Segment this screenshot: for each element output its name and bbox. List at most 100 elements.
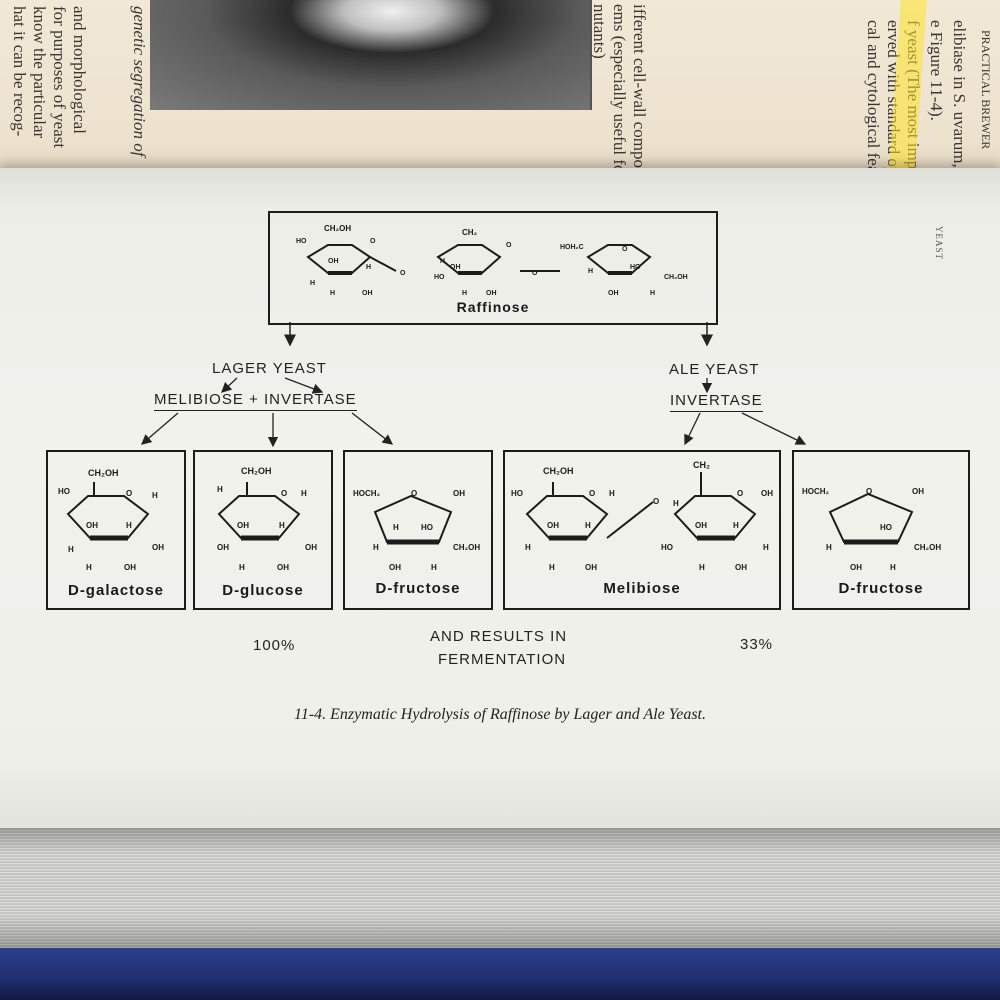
- glucose-structure: CH₂OH H O H OH H OH OH H OH: [217, 466, 317, 572]
- svg-text:HO: HO: [296, 238, 307, 245]
- svg-text:H: H: [733, 521, 739, 530]
- svg-text:HO: HO: [880, 523, 892, 532]
- svg-text:OH: OH: [450, 264, 461, 271]
- svg-text:CH₂OH: CH₂OH: [543, 466, 574, 476]
- d-galactose-box: CH₂OH HO O H H OH H OH H OH D-galactose: [46, 450, 186, 610]
- svg-text:CH₂OH: CH₂OH: [88, 468, 119, 478]
- yeast-micrograph: [150, 0, 592, 110]
- svg-text:OH: OH: [547, 521, 559, 530]
- svg-text:HOCH₂: HOCH₂: [802, 487, 830, 496]
- svg-text:H: H: [525, 543, 531, 552]
- svg-text:O: O: [370, 238, 376, 245]
- d-fructose-box-ale: HOCH₂ O OH HO H CH₂OH OH H D-fructose: [792, 450, 970, 610]
- svg-text:HOH₂C: HOH₂C: [560, 244, 584, 251]
- svg-text:H: H: [826, 543, 832, 552]
- svg-text:OH: OH: [362, 290, 373, 297]
- svg-text:O: O: [400, 270, 406, 277]
- lager-yeast-label: LAGER YEAST: [212, 360, 327, 377]
- svg-text:OH: OH: [305, 543, 317, 552]
- d-glucose-label: D-glucose: [222, 582, 304, 599]
- previous-page: and morphological for purposes of yeast …: [0, 0, 1000, 200]
- lager-result-percent: 100%: [253, 637, 296, 654]
- svg-text:CH₂OH: CH₂OH: [664, 274, 688, 281]
- svg-text:H: H: [699, 563, 705, 572]
- current-page: [0, 168, 1000, 828]
- svg-text:H: H: [890, 563, 896, 572]
- page-edges-shadow: [0, 828, 1000, 953]
- svg-text:H: H: [301, 489, 307, 498]
- svg-text:H: H: [650, 290, 655, 297]
- svg-text:H: H: [310, 280, 315, 287]
- svg-text:CH₂OH: CH₂OH: [241, 466, 272, 476]
- lager-enzymes-label: MELIBIOSE + INVERTASE: [154, 391, 357, 411]
- svg-text:OH: OH: [735, 563, 747, 572]
- svg-text:OH: OH: [328, 258, 339, 265]
- svg-text:H: H: [588, 268, 593, 275]
- svg-text:H: H: [330, 290, 335, 297]
- svg-text:H: H: [431, 563, 437, 572]
- svg-text:CH₂: CH₂: [693, 460, 710, 470]
- d-galactose-label: D-galactose: [67, 582, 165, 599]
- arrow-to-galactose: [141, 412, 179, 445]
- svg-text:H: H: [86, 563, 92, 572]
- svg-text:OH: OH: [453, 489, 465, 498]
- svg-text:O: O: [506, 242, 512, 249]
- svg-text:HO: HO: [630, 264, 641, 271]
- svg-text:HO: HO: [421, 523, 433, 532]
- arrow-to-fructose-2: [741, 412, 807, 445]
- svg-text:H: H: [585, 521, 591, 530]
- svg-text:HO: HO: [58, 487, 70, 496]
- melibiose-structure: CH₂OH HO O H OH H H O H OH CH₂ O OH H OH…: [511, 460, 773, 572]
- melibiose-label: Melibiose: [603, 580, 681, 597]
- ale-enzymes-label: INVERTASE: [670, 392, 763, 412]
- svg-text:H: H: [440, 258, 445, 265]
- svg-text:OH: OH: [695, 521, 707, 530]
- svg-text:O: O: [866, 487, 872, 496]
- svg-text:O: O: [281, 489, 287, 498]
- melibiose-box: CH₂OH HO O H OH H H O H OH CH₂ O OH H OH…: [503, 450, 781, 610]
- svg-text:H: H: [549, 563, 555, 572]
- svg-text:O: O: [653, 497, 659, 506]
- svg-text:OH: OH: [217, 543, 229, 552]
- svg-text:OH: OH: [761, 489, 773, 498]
- svg-text:CH₂OH: CH₂OH: [453, 543, 480, 552]
- svg-text:HO: HO: [434, 274, 445, 281]
- ale-yeast-label: ALE YEAST: [669, 361, 760, 378]
- fructose-structure-ale: HOCH₂ O OH HO H CH₂OH OH H: [802, 487, 941, 572]
- svg-text:H: H: [68, 545, 74, 554]
- svg-text:OH: OH: [912, 487, 924, 496]
- svg-text:H: H: [126, 521, 132, 530]
- svg-text:HOCH₂: HOCH₂: [353, 489, 381, 498]
- book-cover: [0, 948, 1000, 1000]
- svg-text:H: H: [366, 264, 371, 271]
- d-fructose-label: D-fructose: [375, 580, 461, 597]
- svg-text:H: H: [673, 499, 679, 508]
- svg-text:OH: OH: [389, 563, 401, 572]
- svg-text:OH: OH: [850, 563, 862, 572]
- svg-text:OH: OH: [486, 290, 497, 297]
- results-text-line2: FERMENTATION: [438, 651, 567, 668]
- svg-text:O: O: [532, 270, 538, 277]
- svg-text:H: H: [609, 489, 615, 498]
- results-text-line1: AND RESULTS IN: [430, 628, 568, 645]
- arrow-lager-melibiase: [221, 377, 238, 393]
- raffinose-box: CH₂OH HO O O H OH H H OH CH₂ O H OH HO H…: [268, 211, 718, 325]
- svg-text:H: H: [393, 523, 399, 532]
- d-glucose-box: CH₂OH H O H OH H OH OH H OH D-glucose: [193, 450, 333, 610]
- svg-text:OH: OH: [277, 563, 289, 572]
- svg-text:HO: HO: [661, 543, 673, 552]
- page-edges: [0, 828, 1000, 953]
- svg-text:OH: OH: [152, 543, 164, 552]
- d-fructose-ale-label: D-fructose: [838, 580, 924, 597]
- arrow-to-fructose-1: [351, 412, 394, 445]
- svg-text:H: H: [152, 491, 158, 500]
- svg-text:O: O: [411, 489, 417, 498]
- svg-text:CH₂OH: CH₂OH: [914, 543, 941, 552]
- raffinose-label: Raffinose: [456, 299, 530, 315]
- svg-text:OH: OH: [585, 563, 597, 572]
- svg-text:OH: OH: [608, 290, 619, 297]
- svg-text:O: O: [126, 489, 132, 498]
